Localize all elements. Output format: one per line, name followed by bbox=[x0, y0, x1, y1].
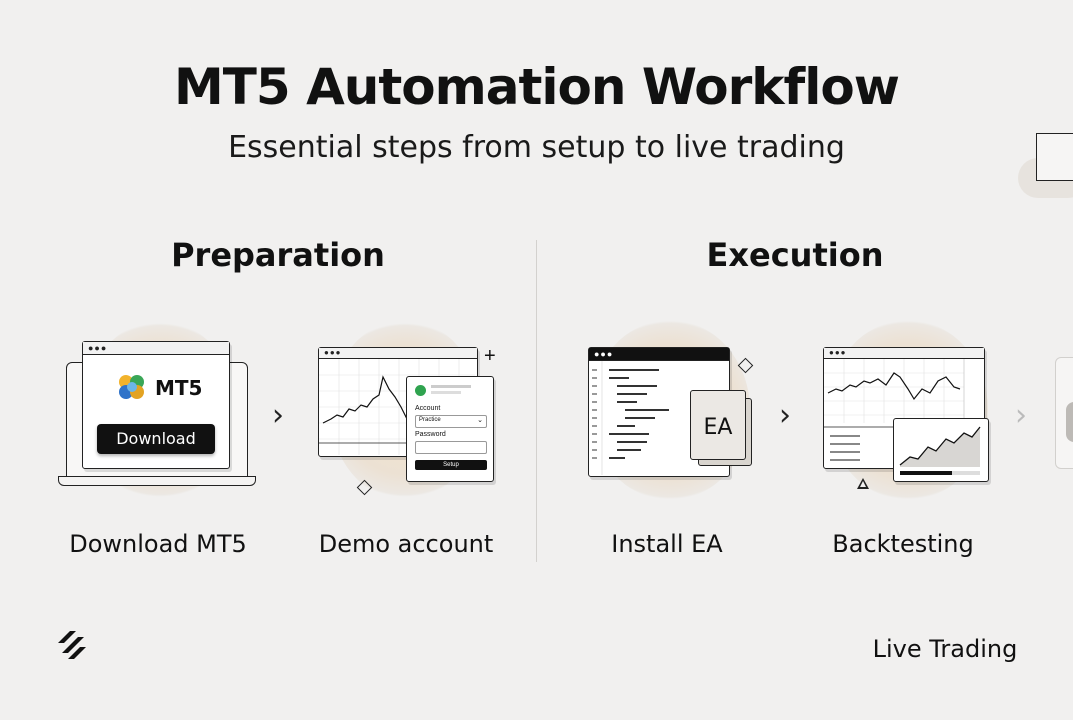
mt5-logo-icon bbox=[115, 370, 149, 404]
window-dots-icon: ●●● bbox=[88, 343, 108, 353]
step-label-backtesting: Backtesting bbox=[832, 530, 974, 558]
chevron-down-icon: ⌄ bbox=[477, 417, 483, 424]
user-icon bbox=[415, 385, 426, 396]
equity-curve bbox=[899, 426, 981, 475]
window-titlebar: ●●● bbox=[589, 348, 729, 361]
window-dots-icon: ●●● bbox=[594, 349, 614, 359]
laptop-base bbox=[58, 476, 256, 486]
setup-button[interactable]: Setup bbox=[415, 460, 487, 470]
live-trading-card-toggle bbox=[1066, 402, 1073, 442]
password-field[interactable] bbox=[415, 441, 487, 454]
triangle-icon-inner bbox=[859, 481, 866, 487]
step-label-install-ea: Install EA bbox=[611, 530, 723, 558]
equity-curve-panel bbox=[893, 418, 989, 482]
form-header-line bbox=[431, 391, 461, 394]
live-trading-label: Live Trading bbox=[872, 635, 1018, 663]
brand-logo-icon bbox=[56, 629, 88, 661]
download-button[interactable]: Download bbox=[97, 424, 215, 454]
account-select[interactable]: Practice ⌄ bbox=[415, 415, 487, 428]
window-titlebar: ●●● bbox=[83, 342, 229, 355]
section-preparation: Preparation bbox=[171, 236, 385, 274]
code-lines bbox=[592, 361, 669, 475]
section-divider bbox=[536, 240, 537, 562]
demo-account-form: Account Practice ⌄ Password Setup bbox=[406, 376, 494, 482]
mt5-logo-text: MT5 bbox=[155, 376, 203, 400]
download-window: ●●● MT5 Download bbox=[82, 341, 230, 469]
form-header-line bbox=[431, 385, 471, 388]
chevron-right-icon: › bbox=[272, 398, 284, 433]
plus-icon: + bbox=[484, 345, 496, 367]
page-subtitle: Essential steps from setup to live tradi… bbox=[228, 130, 845, 165]
document-icon: EA bbox=[690, 390, 746, 460]
live-trading-card-faded bbox=[1055, 357, 1073, 469]
window-dots-icon: ●●● bbox=[829, 348, 847, 357]
section-execution: Execution bbox=[706, 236, 884, 274]
ea-badge: EA bbox=[703, 415, 733, 440]
page-title: MT5 Automation Workflow bbox=[174, 58, 900, 116]
decorative-card-frame bbox=[1036, 133, 1073, 181]
window-dots-icon: ●●● bbox=[324, 348, 342, 357]
step-label-download: Download MT5 bbox=[69, 530, 247, 558]
window-titlebar: ●●● bbox=[824, 348, 984, 359]
step-label-demo: Demo account bbox=[318, 530, 494, 558]
account-select-value: Practice bbox=[419, 417, 441, 423]
password-label: Password bbox=[415, 431, 446, 438]
chevron-right-icon: › bbox=[779, 398, 791, 433]
account-label: Account bbox=[415, 405, 441, 412]
chevron-right-icon: › bbox=[1015, 398, 1027, 433]
window-titlebar: ●●● bbox=[319, 348, 477, 359]
